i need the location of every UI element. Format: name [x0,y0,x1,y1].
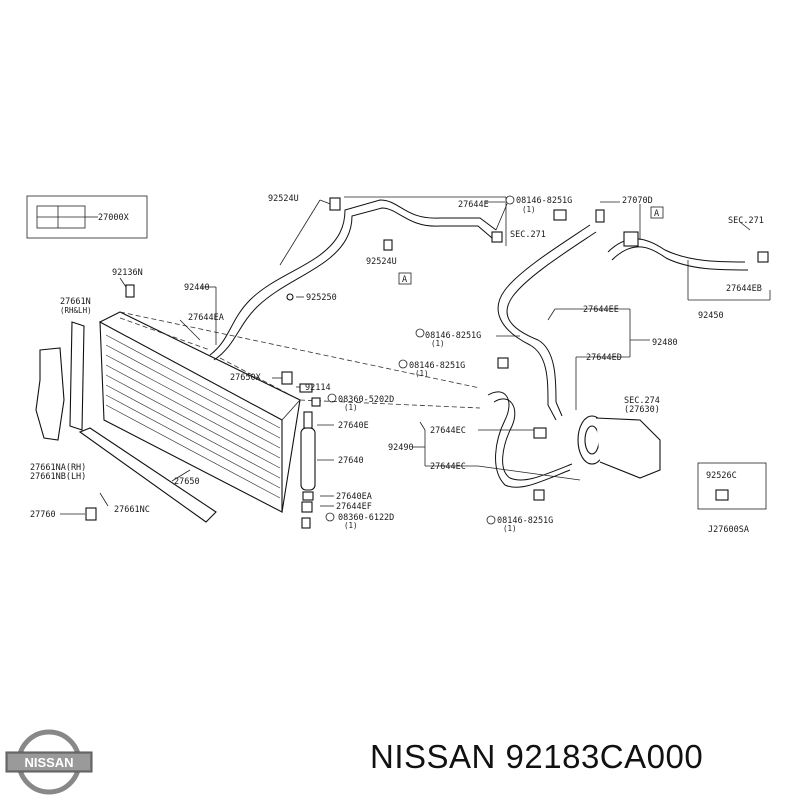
dash-line-4 [299,399,481,409]
callout-27070d: 27070D [622,196,653,206]
callout-j27600sa: J27600SA [708,525,749,535]
callout-qty-08360-top: (1) [344,403,358,412]
callout-925250: 925250 [306,293,337,303]
callout-92526c: 92526C [706,471,737,481]
dash-line-1 [119,311,481,389]
callout-92524u-top: 92524U [268,194,299,204]
box-a-top [650,206,664,219]
box-a-bottom [398,272,412,285]
nissan-logo: NISSAN [5,729,93,795]
receiver-drier-27640 [300,411,316,501]
callout-92114: 92114 [305,383,331,393]
callout-27644ed: 27644ED [586,353,622,363]
callout-qty-mid1: (1) [431,339,445,348]
bracket-27661na [35,347,65,441]
box-92526c [697,462,767,510]
pipe-92440-inner [213,207,493,361]
callout-sec271-right: SEC.271 [728,216,764,226]
callout-27661n: 27661N [60,297,91,307]
callout-92524u-mid: 92524U [366,257,397,267]
part-number-caption: NISSAN 92183CA000 [370,738,704,775]
side-seal-27661n [69,321,85,431]
callout-27644ea: 27644EA [188,313,224,323]
label-box-27000x [26,195,148,239]
nissan-logo-text: NISSAN [24,755,73,770]
callout-27000x: 27000X [98,213,130,223]
pipe-92480-inner [506,231,597,417]
callout-a-bottom: A [402,275,407,285]
callout-92136n: 92136N [112,268,143,278]
callout-27644ec-bottom: 27644EC [430,462,466,472]
callout-27650: 27650 [174,477,200,487]
callout-27640: 27640 [338,456,364,466]
callout-27661nc: 27661NC [114,505,150,515]
condenser-27650 [99,311,301,514]
callout-27640ea: 27640EA [336,492,372,502]
callout-27661na: 27661NA(RH) [30,463,86,473]
callout-08146-top: 08146-8251G [516,196,572,206]
pipe-92490-inner [493,398,573,481]
leader-lines [60,196,771,515]
pipe-92480 [497,224,591,421]
callout-27661nb: 27661NB(LH) [30,472,86,482]
callout-qty-mid2: (1) [415,369,429,378]
callout-27644e: 27644E [458,200,489,210]
callout-27640e: 27640E [338,421,369,431]
callout-a-top: A [654,209,659,219]
callout-qty-top: (1) [522,205,536,214]
lower-seal-27661nc [78,427,217,523]
callout-08146-mid2: 08146-8251G [409,361,465,371]
callout-27644eb: 27644EB [726,284,762,294]
bolt-markers [325,195,515,525]
callout-27644ee: 27644EE [583,305,619,315]
callout-sec274: SEC.274 [624,396,660,406]
callout-08146-bottom: 08146-8251G [497,516,553,526]
callout-27650x: 27650X [230,373,262,383]
dash-line-3 [219,357,301,401]
callout-08360-top: 08360-5202D [338,395,394,405]
callout-rh-lh: (RH&LH) [60,306,92,315]
callout-92480: 92480 [652,338,678,348]
callout-08146-mid1: 08146-8251G [425,331,481,341]
callout-27644ec-top: 27644EC [430,426,466,436]
pipe-92490 [487,391,571,488]
callout-27760: 27760 [30,510,56,520]
fittings [85,197,769,529]
callout-92450: 92450 [698,311,724,321]
callout-27644ef: 27644EF [336,502,372,512]
callout-qty-08360-bottom: (1) [344,521,358,530]
callout-sec271-left: SEC.271 [510,230,546,240]
compressor-27630 [577,415,661,479]
callout-08360-bottom: 08360-6122D [338,513,394,523]
pipe-92440 [209,199,497,356]
callout-92490: 92490 [388,443,414,453]
pipe-92450-inner [611,246,749,271]
callout-27630: (27630) [624,405,660,415]
callout-92440: 92440 [184,283,210,293]
callout-qty-bottom: (1) [503,524,517,533]
